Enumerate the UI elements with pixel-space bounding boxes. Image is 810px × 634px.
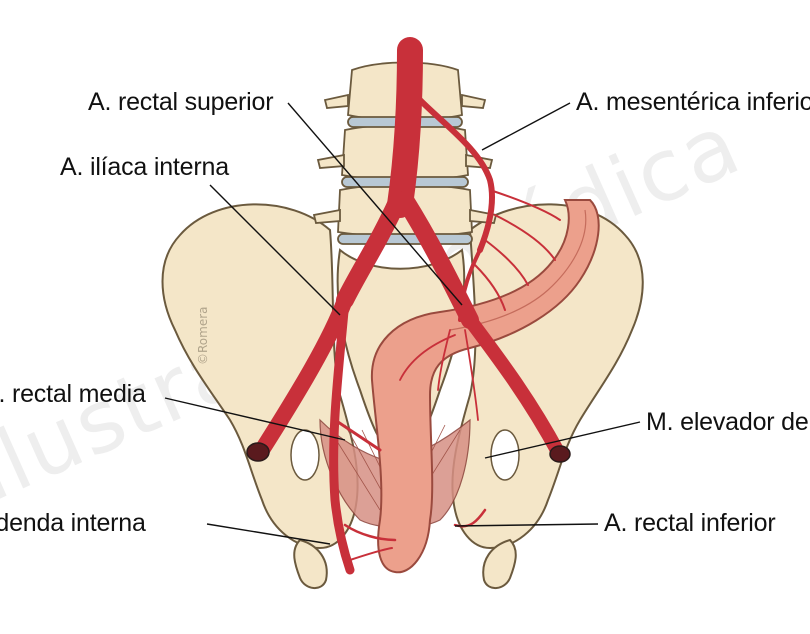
right-pubic-ramus <box>482 538 517 589</box>
label-rectal-media: A. rectal media <box>0 380 146 408</box>
label-mesenterica-inferior: A. mesentérica inferior <box>576 88 810 116</box>
leader-mesenterica-inferior <box>481 102 571 151</box>
label-rectal-inferior: A. rectal inferior <box>604 509 776 537</box>
left-pubic-ramus <box>293 538 328 589</box>
left-internal-iliac <box>329 295 355 575</box>
leader-iliaca-interna <box>209 184 341 316</box>
leader-rectal-superior <box>287 102 463 306</box>
middle-rectal-artery <box>333 418 382 452</box>
right-iliac-wing <box>451 203 644 550</box>
label-pudenda-interna: A. pudenda interna <box>0 509 146 537</box>
aorta <box>387 37 423 218</box>
inferior-mesenteric-artery <box>417 97 495 253</box>
leader-pudenda-interna <box>206 523 331 545</box>
obturator-foramina <box>290 429 520 481</box>
superior-rectal-artery <box>458 248 482 322</box>
right-external-iliac <box>463 313 565 459</box>
leader-rectal-inferior <box>454 523 599 527</box>
cut-vessel-ends <box>246 442 571 463</box>
leader-elevador <box>484 421 641 459</box>
left-common-iliac <box>336 191 407 309</box>
label-rectal-superior: A. rectal superior <box>88 88 274 116</box>
left-iliac-wing <box>161 203 359 550</box>
signature-text: ©Romera <box>196 306 210 366</box>
label-elevador: M. elevador del ano <box>646 408 810 436</box>
leader-rectal-media <box>164 397 346 441</box>
label-iliaca-interna: A. ilíaca interna <box>60 153 229 181</box>
leader-lines <box>164 102 641 545</box>
